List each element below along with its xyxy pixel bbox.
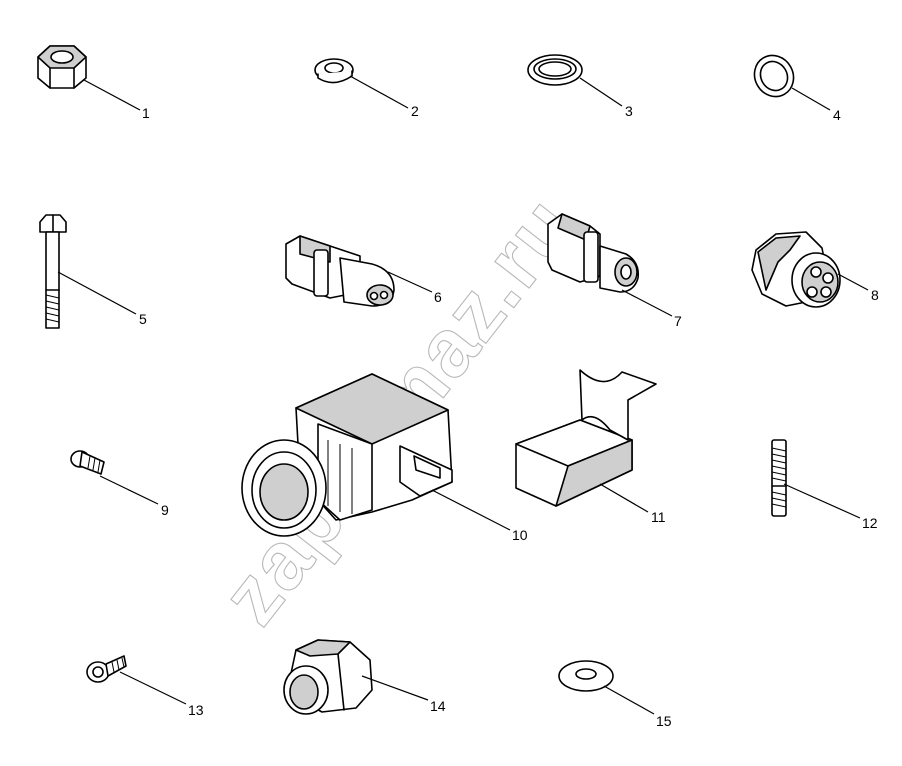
callout-number: 10 [512, 527, 528, 543]
callout-number: 2 [411, 103, 419, 119]
hex-nut-part-1: 1 [37, 45, 150, 121]
connector-housing-part-10: 10 [241, 373, 528, 543]
banjo-bolt-part-9: 9 [70, 450, 169, 518]
eye-bolt-part-13: 13 [86, 655, 204, 718]
spring-washer-part-2: 2 [314, 58, 419, 119]
callout-number: 8 [871, 287, 879, 303]
callout-number: 6 [434, 289, 442, 305]
callout-number: 9 [161, 502, 169, 518]
bracket-part-11: 11 [515, 369, 666, 525]
callout-number: 5 [139, 311, 147, 327]
callout-number: 13 [188, 702, 204, 718]
union-fitting-part-14: 14 [283, 639, 446, 715]
callout-number: 3 [625, 103, 633, 119]
callout-number: 15 [656, 713, 672, 729]
round-connector-part-8: 8 [751, 231, 879, 308]
stud-part-12: 12 [771, 439, 878, 531]
o-ring-part-4: 4 [753, 54, 841, 123]
callout-number: 12 [862, 515, 878, 531]
flat-washer-part-15: 15 [558, 660, 672, 729]
callout-number: 14 [430, 698, 446, 714]
callout-number: 11 [651, 509, 666, 525]
callout-number: 7 [674, 313, 682, 329]
sealing-washer-part-3: 3 [527, 54, 633, 119]
callout-number: 4 [833, 107, 841, 123]
connector-plug-part-6: 6 [285, 235, 442, 307]
connector-socket-part-7: 7 [547, 213, 682, 329]
callout-number: 1 [142, 105, 150, 121]
bolt-part-5: 5 [39, 214, 147, 329]
leader-line [83, 79, 141, 111]
